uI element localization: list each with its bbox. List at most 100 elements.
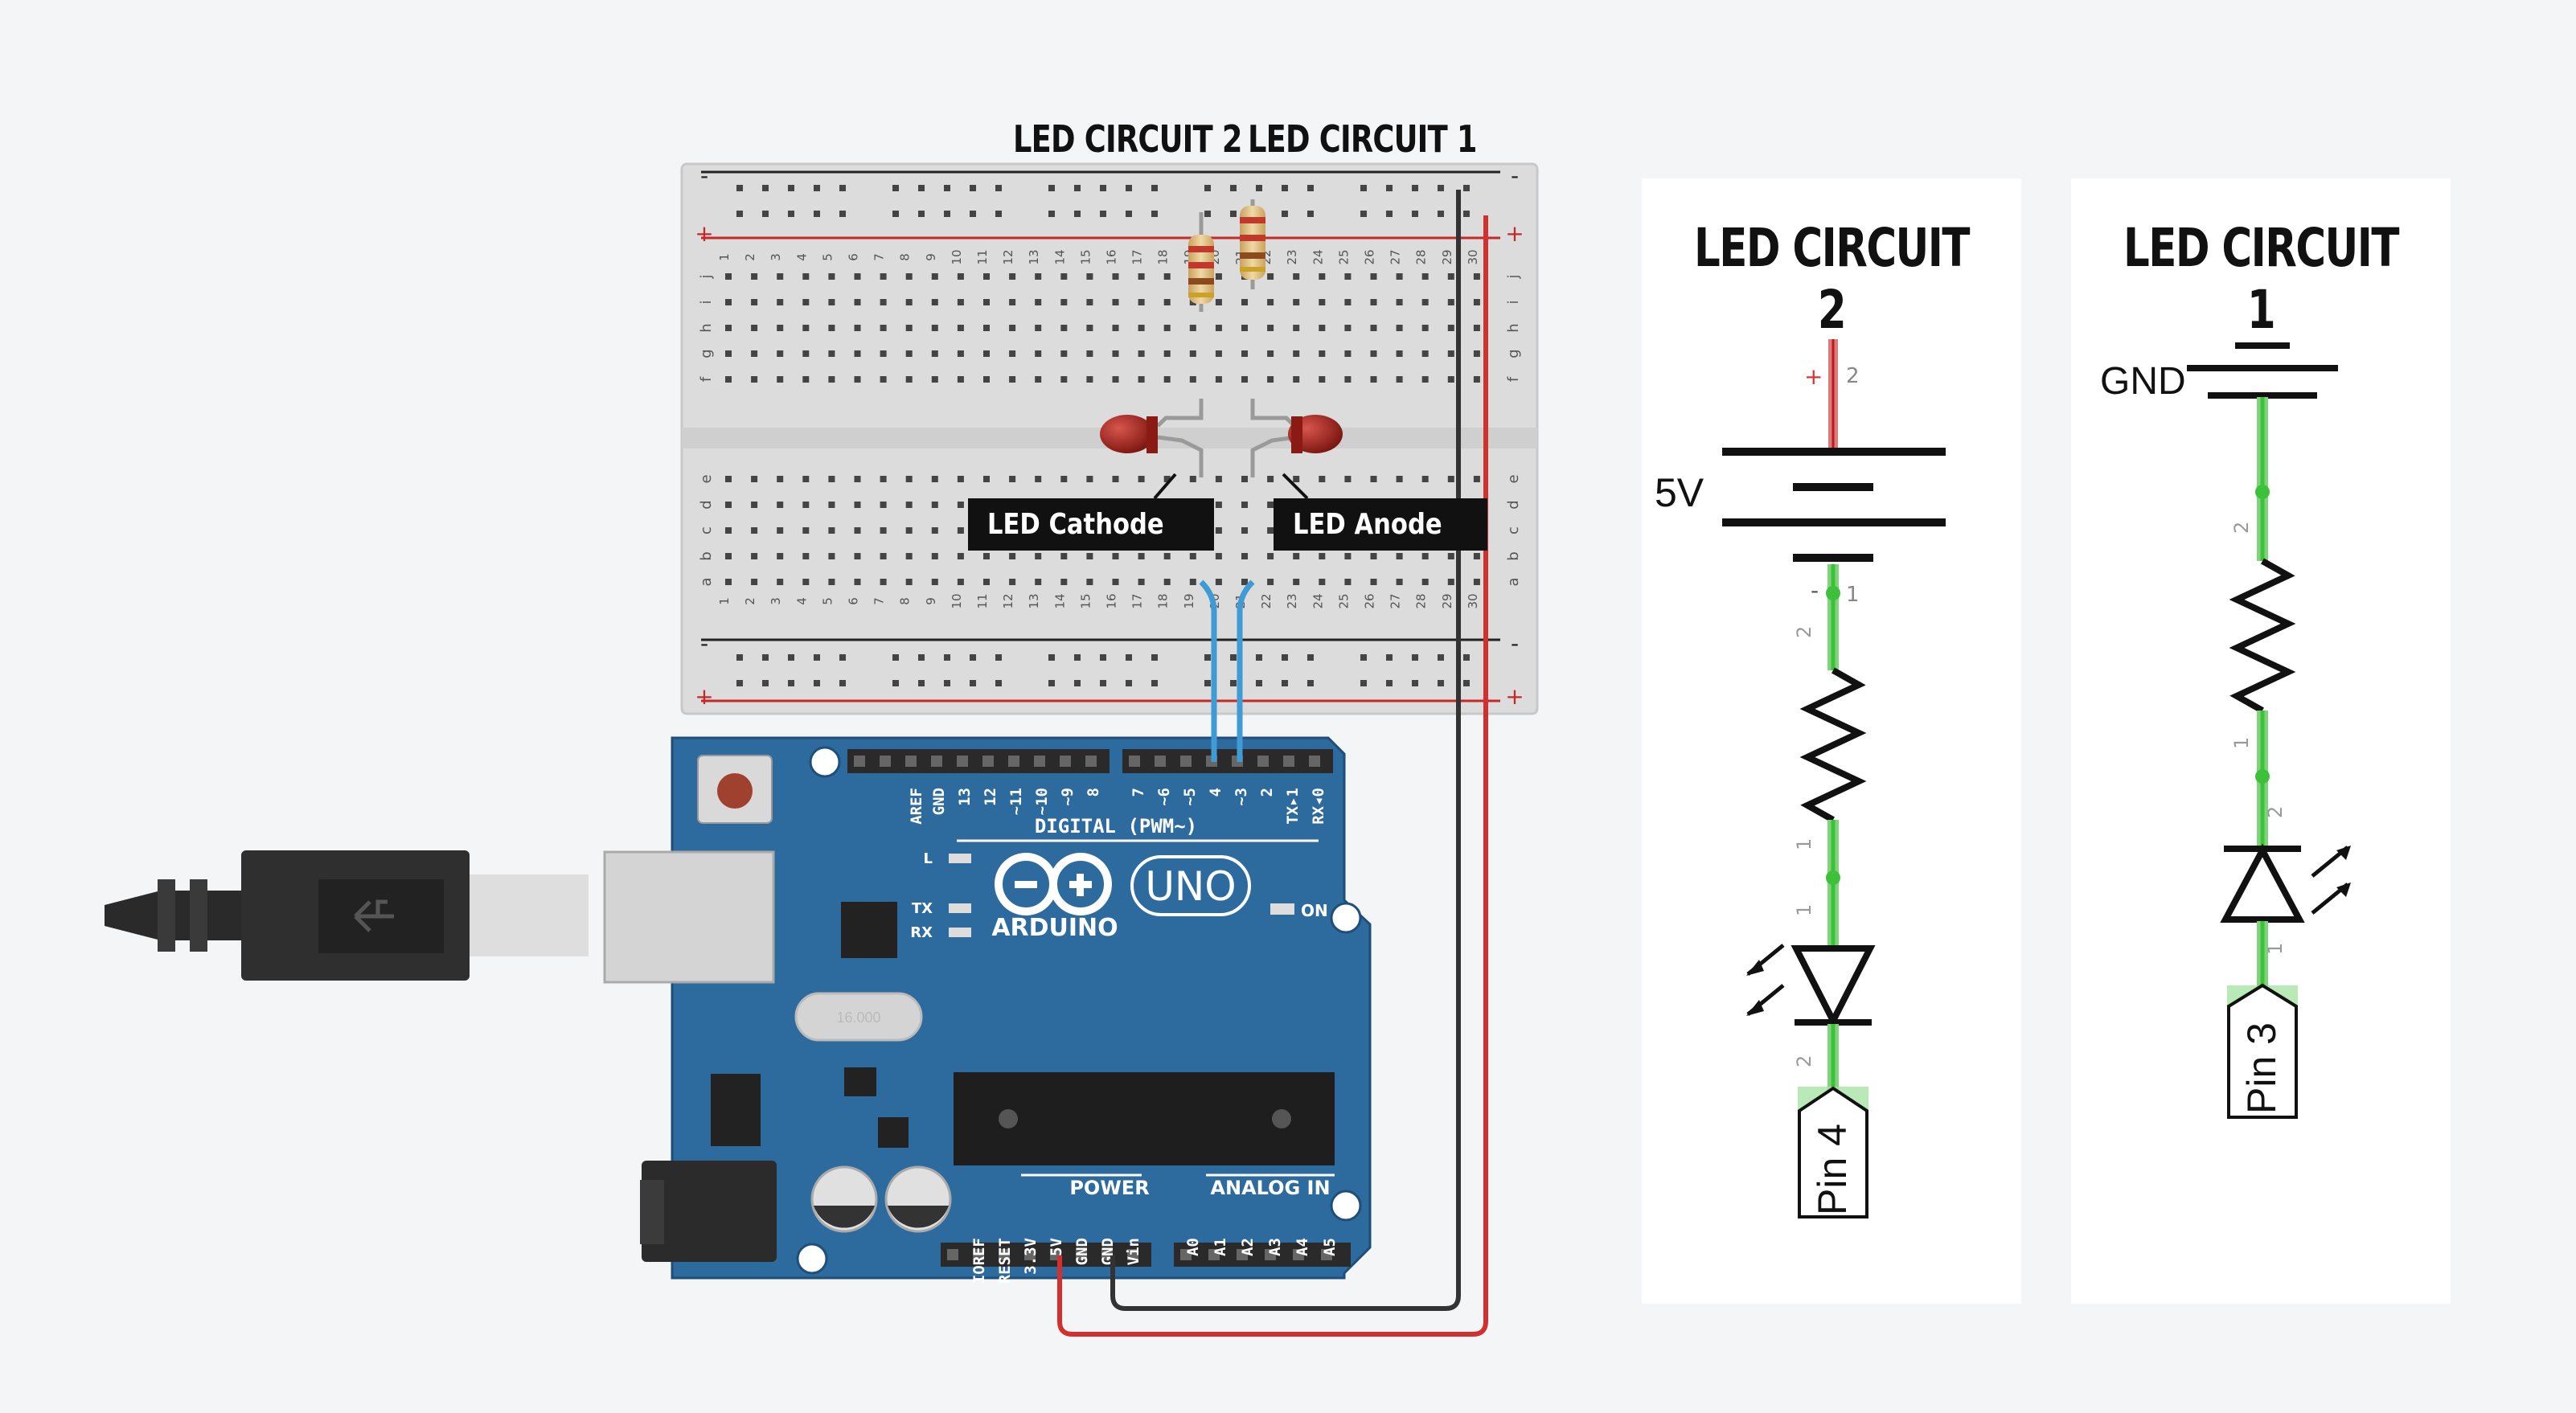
header-pin: [1180, 1249, 1192, 1260]
rail-hole: [1463, 185, 1470, 191]
rail-hole: [1230, 185, 1237, 191]
rail-hole: [1386, 211, 1393, 217]
breadboard-hole: [1293, 476, 1300, 482]
breadboard-hole: [1009, 579, 1016, 585]
pin-label-text: GND: [930, 788, 948, 815]
pin-label-text: ~5: [1181, 788, 1199, 806]
rail-hole: [1256, 654, 1262, 661]
breadboard-hole: [1267, 325, 1274, 331]
svg-text:+: +: [1804, 363, 1823, 390]
rail-hole: [970, 680, 976, 686]
breadboard-hole: [1241, 579, 1248, 585]
rail-hole: [918, 654, 925, 661]
column-number: 3: [769, 597, 783, 605]
rail-hole: [1048, 680, 1055, 686]
breadboard-hole: [1112, 273, 1119, 280]
breadboard-hole: [1086, 376, 1093, 383]
breadboard-hole: [1138, 579, 1145, 585]
breadboard-hole: [931, 553, 938, 559]
breadboard-hole: [1035, 476, 1042, 482]
breadboard-hole: [1293, 299, 1300, 305]
breadboard-hole: [1138, 273, 1145, 280]
breadboard-hole: [1267, 553, 1274, 559]
rail-hole: [1100, 211, 1106, 217]
breadboard-hole: [1163, 325, 1171, 331]
pin-label-text: ~6: [1155, 788, 1173, 806]
breadboard-hole: [1112, 350, 1119, 357]
rail-sign: -: [1511, 630, 1519, 657]
svg-text:1: 1: [1793, 838, 1815, 850]
pin-label-text: ~9: [1059, 788, 1077, 806]
breadboard-hole: [957, 553, 964, 559]
breadboard-hole: [1319, 325, 1326, 331]
breadboard-hole: [1267, 273, 1274, 280]
column-number: 26: [1363, 593, 1377, 608]
breadboard-hole: [1009, 299, 1016, 305]
breadboard-hole: [1396, 376, 1403, 383]
breadboard-hole: [854, 273, 861, 280]
breadboard-hole: [1189, 376, 1196, 383]
column-number: 16: [1105, 593, 1119, 608]
breadboard-hole: [1060, 273, 1068, 280]
breadboard-hole: [725, 502, 732, 508]
rail-hole: [1386, 654, 1393, 661]
breadboard-hole: [777, 376, 784, 383]
row-letter: j: [698, 274, 715, 279]
rail-hole: [1412, 211, 1418, 217]
breadboard-hole: [751, 273, 758, 280]
breadboard-hole: [1035, 325, 1042, 331]
header-pin: [947, 1249, 958, 1260]
breadboard-hole: [1163, 579, 1171, 585]
breadboard-hole: [983, 350, 990, 357]
pin-label-text: 2: [1258, 788, 1276, 797]
rail-hole: [788, 185, 794, 191]
breadboard-hole: [1447, 579, 1454, 585]
breadboard-hole: [777, 325, 784, 331]
column-number: 28: [1414, 593, 1429, 608]
rail-hole: [1100, 680, 1106, 686]
rail-hole: [1438, 211, 1444, 217]
rail-hole: [1307, 654, 1314, 661]
column-number: 1: [717, 253, 732, 261]
breadboard-hole: [880, 273, 887, 280]
header-pin: [1321, 1249, 1332, 1260]
status-led: [949, 928, 971, 937]
rail-hole: [1438, 680, 1444, 686]
rail-hole: [1307, 680, 1314, 686]
breadboard-hole: [1163, 350, 1171, 357]
rail-hole: [1360, 654, 1367, 661]
rail-hole: [1282, 654, 1288, 661]
breadboard-hole: [1035, 553, 1042, 559]
breadboard-hole: [905, 579, 913, 585]
column-number: 24: [1311, 249, 1325, 264]
rail-hole: [1100, 185, 1106, 191]
header-pin: [1034, 756, 1045, 767]
column-number: 18: [1156, 249, 1171, 264]
breadboard-hole: [777, 273, 784, 280]
breadboard-hole: [1241, 476, 1248, 482]
svg-text:2: 2: [2230, 522, 2253, 534]
rail-hole: [1412, 680, 1418, 686]
column-number: 23: [1285, 593, 1299, 608]
column-number: 13: [1027, 249, 1041, 264]
header-pin: [999, 1249, 1010, 1260]
rail-hole: [1360, 680, 1367, 686]
rail-hole: [1126, 211, 1132, 217]
column-number: 10: [950, 593, 964, 608]
breadboard-hole: [1215, 350, 1222, 357]
breadboard-hole: [1319, 553, 1326, 559]
breadboard-hole: [1215, 553, 1222, 559]
status-led: [949, 903, 971, 913]
column-number: 7: [872, 597, 887, 605]
breadboard-hole: [1163, 476, 1171, 482]
breadboard-hole: [1447, 376, 1454, 383]
pin-label: Pin 4: [1810, 1124, 1855, 1215]
breadboard-hole: [957, 350, 964, 357]
breadboard-hole: [1009, 273, 1016, 280]
breadboard-hole: [1009, 376, 1016, 383]
breadboard-hole: [1112, 376, 1119, 383]
breadboard-hole: [957, 376, 964, 383]
rail-hole: [762, 185, 769, 191]
rail-hole: [1074, 654, 1081, 661]
row-letter: d: [1505, 500, 1522, 509]
